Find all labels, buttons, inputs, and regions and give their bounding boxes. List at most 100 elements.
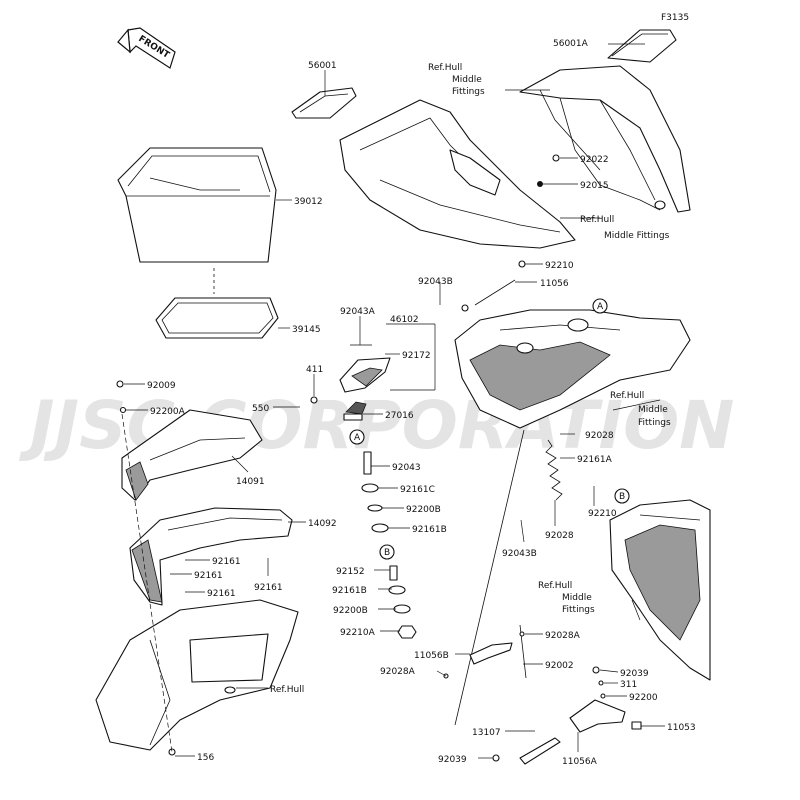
- latch-11056A-part: [569, 699, 626, 733]
- label-ref-hull-low-2: Middle: [562, 593, 592, 603]
- label-ref-hull: Ref.Hull: [270, 685, 304, 695]
- cover-56001A-part: [607, 29, 677, 63]
- label-39012: 39012: [294, 197, 323, 207]
- label-92039-l: 92039: [438, 755, 467, 765]
- label-92161B-top: 92161B: [412, 525, 447, 535]
- diagram-code: F3135: [661, 13, 689, 23]
- label-11056: 11056: [540, 279, 569, 289]
- label-56001: 56001: [308, 61, 337, 71]
- label-92161C: 92161C: [400, 485, 435, 495]
- label-ref-hull-low-3: Fittings: [562, 605, 595, 615]
- clip-92028A-r: [519, 631, 525, 637]
- label-14092: 14092: [308, 519, 337, 529]
- bolt-92043B-top: [461, 304, 469, 312]
- label-56001A: 56001A: [553, 39, 589, 49]
- clamp-part: [343, 401, 367, 421]
- screw-92039-l: [492, 754, 500, 762]
- label-92043: 92043: [392, 463, 421, 473]
- collar-92152: [389, 565, 398, 581]
- label-ref-hull-top-2: Middle: [452, 75, 482, 85]
- cover-14092-part: [129, 507, 293, 606]
- label-11056A: 11056A: [562, 757, 598, 767]
- marker-b-center-label: B: [384, 548, 390, 558]
- grommet-92161C: [361, 483, 379, 493]
- grommet-92161B-top: [371, 523, 389, 533]
- label-92210-top: 92210: [545, 261, 574, 271]
- dashed-link: [454, 429, 525, 726]
- screw-92009: [116, 380, 124, 388]
- label-92200A: 92200A: [150, 407, 186, 417]
- label-ref-hull-mid-1: Ref.Hull: [610, 391, 644, 401]
- washer-92200: [600, 693, 606, 699]
- rod-11056: [474, 279, 516, 306]
- label-ref-hull-right-1: Ref.Hull: [580, 215, 614, 225]
- nut-92210-top: [518, 260, 526, 268]
- label-92172: 92172: [402, 351, 431, 361]
- washer-92200A: [119, 406, 127, 414]
- marker-a-top: [592, 298, 608, 314]
- hull-center-part: [454, 309, 691, 429]
- label-550: 550: [252, 404, 269, 414]
- lever-11056B-part: [469, 642, 513, 665]
- label-92043B-top: 92043B: [418, 277, 453, 287]
- gasket-part: [155, 297, 279, 339]
- marker-a-top-label: A: [597, 302, 604, 312]
- nut-92210A: [397, 625, 417, 639]
- spring-part: [545, 439, 563, 501]
- bracket-part: [339, 344, 391, 393]
- middle-fitting-part: [339, 99, 576, 249]
- nut-411: [310, 396, 318, 404]
- label-13107: 13107: [472, 728, 501, 738]
- label-92009: 92009: [147, 381, 176, 391]
- label-311: 311: [620, 680, 637, 690]
- marker-b-center: [379, 544, 395, 560]
- label-92152: 92152: [336, 567, 365, 577]
- label-92043A: 92043A: [340, 307, 376, 317]
- label-ref-hull-mid-3: Fittings: [638, 418, 671, 428]
- label-39145: 39145: [292, 325, 321, 335]
- label-92200B-top: 92200B: [406, 505, 441, 515]
- leader-lines: [121, 43, 665, 759]
- label-92015: 92015: [580, 181, 609, 191]
- label-ref-hull-top-1: Ref.Hull: [428, 63, 462, 73]
- hull-lower-part: [95, 599, 299, 751]
- label-92039-r: 92039: [620, 669, 649, 679]
- label-92161-a: 92161: [212, 557, 241, 567]
- label-92002: 92002: [545, 661, 574, 671]
- pin-13107-part: [519, 737, 561, 765]
- marker-b-right: [614, 488, 630, 504]
- grommet-92161B-low: [388, 585, 406, 595]
- front-arrow-icon: FRONT: [117, 27, 176, 69]
- label-ref-hull-right-2: Middle Fittings: [604, 231, 670, 241]
- label-27016: 27016: [385, 411, 414, 421]
- storage-bin-part: [117, 147, 277, 263]
- label-92161-d: 92161: [254, 583, 283, 593]
- hull-right-part: [609, 499, 711, 681]
- label-11056B: 11056B: [414, 651, 449, 661]
- marker-a-center-label: A: [354, 433, 361, 443]
- label-14091: 14091: [236, 477, 265, 487]
- cover-56001-part: [291, 87, 357, 119]
- label-92028-top: 92028: [585, 431, 614, 441]
- washer-92200B-top: [367, 504, 383, 512]
- label-92043B-mid: 92043B: [502, 549, 537, 559]
- label-ref-hull-top-3: Fittings: [452, 87, 485, 97]
- label-92161-c: 92161: [207, 589, 236, 599]
- label-92028-mid: 92028: [545, 531, 574, 541]
- label-92161A: 92161A: [577, 455, 613, 465]
- label-156: 156: [197, 753, 214, 763]
- marker-a-center: [349, 429, 365, 445]
- cover-14091-part: [121, 409, 263, 501]
- label-92210A: 92210A: [340, 628, 376, 638]
- part-311: [598, 680, 604, 686]
- label-ref-hull-low-1: Ref.Hull: [538, 581, 572, 591]
- label-46102: 46102: [390, 315, 419, 325]
- label-92028A-l: 92028A: [380, 667, 416, 677]
- label-92200: 92200: [629, 693, 658, 703]
- label-92200B-low: 92200B: [333, 606, 368, 616]
- part-11053: [631, 721, 642, 730]
- marker-b-right-label: B: [619, 492, 625, 502]
- washer-92022: [552, 154, 560, 162]
